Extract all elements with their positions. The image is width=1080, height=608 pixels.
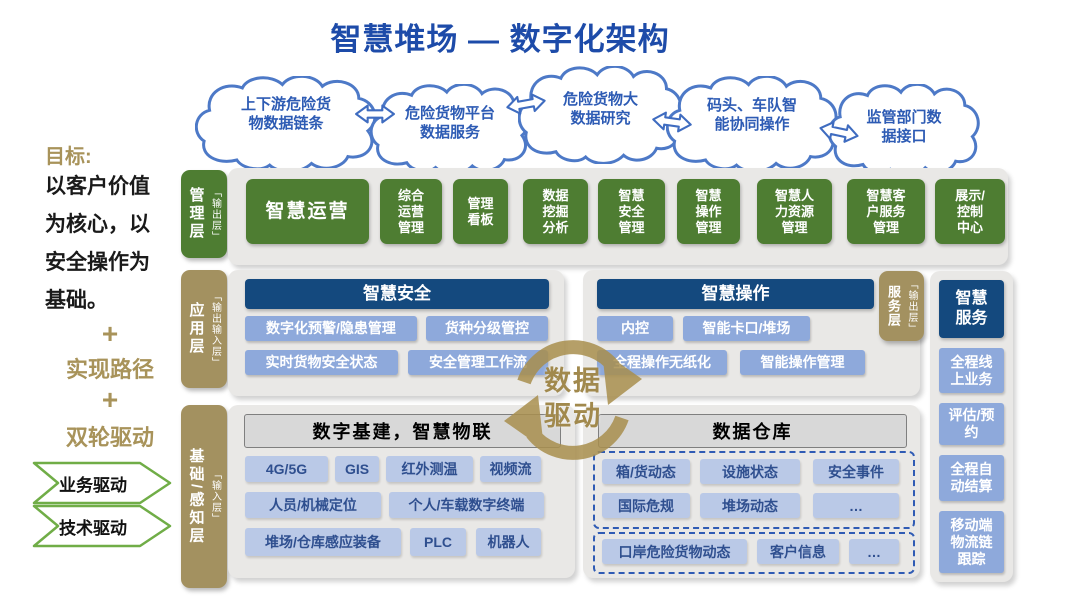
warehouse-item: … <box>813 493 899 518</box>
management-box: 展示/ 控制 中心 <box>935 179 1005 244</box>
cloud-shape <box>666 76 838 172</box>
management-box: 数据 挖掘 分析 <box>523 179 588 244</box>
warehouse-item: 箱/货动态 <box>602 459 690 484</box>
plus-icon: + <box>101 384 119 415</box>
infra-item: 视频流 <box>480 456 541 482</box>
warehouse-item: 口岸危险货物动态 <box>602 539 747 564</box>
driver-label: 技术驱动 <box>59 518 127 538</box>
tab-sub-label: 「输入层」 <box>209 469 221 524</box>
tab-main-label: 应用层 <box>187 302 205 356</box>
infra-item: 4G/5G <box>245 456 328 482</box>
management-box: 智慧运营 <box>246 179 369 244</box>
smart-operation-header: 智慧操作 <box>597 279 874 309</box>
infra-item: 堆场/仓库感应装备 <box>245 528 401 556</box>
safety-item: 货种分级管控 <box>426 316 548 341</box>
tab-sub-label: 「输出输入层」 <box>209 290 221 368</box>
safety-item: 实时货物安全状态 <box>245 350 398 375</box>
smart-safety-header: 智慧安全 <box>245 279 549 309</box>
infra-item: GIS <box>335 456 379 482</box>
chevron-banner <box>32 461 172 505</box>
tab-management-layer: 管理层 「输出层」 <box>181 170 227 258</box>
infra-item: PLC <box>410 528 466 556</box>
warehouse-item: 安全事件 <box>813 459 899 484</box>
path-label: 实现路径 <box>65 357 154 382</box>
cloud-label: 危险货物平台 数据服务 <box>404 105 495 141</box>
warehouse-group-external <box>593 532 915 574</box>
tab-sub-label: 「输出层」 <box>209 186 221 242</box>
cloud-label: 危险货物大 数据研究 <box>562 91 638 127</box>
data-driven-label: 数据 驱动 <box>544 366 602 431</box>
operation-item: 智能操作管理 <box>740 350 865 375</box>
goal-heading: 目标: <box>45 146 92 168</box>
smart-service-header: 智慧 服务 <box>939 280 1004 338</box>
cloud-label: 监管部门数 据接口 <box>866 109 942 145</box>
cloud-label: 码头、车队智 能协同操作 <box>706 97 797 133</box>
tab-main-label: 服务层 <box>886 285 901 327</box>
tab-main-label: 基础/感知层 <box>187 447 205 546</box>
tab-base-layer: 基础/感知层 「输入层」 <box>181 405 227 588</box>
warehouse-item: 设施状态 <box>700 459 800 484</box>
double-arrow-icon <box>506 93 546 115</box>
warehouse-item: … <box>849 539 899 564</box>
tab-application-layer: 应用层 「输出输入层」 <box>181 270 227 388</box>
infra-item: 红外测温 <box>386 456 473 482</box>
cloud-shape <box>195 76 377 172</box>
operation-item: 智能卡口/堆场 <box>683 316 810 341</box>
driver-label: 业务驱动 <box>59 475 127 495</box>
operation-item: 内控 <box>597 316 673 341</box>
cloud-label: 上下游危险货 物数据链条 <box>240 96 331 132</box>
warehouse-item: 客户信息 <box>757 539 839 564</box>
page-title: 智慧堆场 — 数字化架构 <box>330 22 670 57</box>
service-item: 移动端 物流链 跟踪 <box>939 511 1004 573</box>
dual-drive-label: 双轮驱动 <box>65 425 154 450</box>
goal-body: 以客户价值 为核心，以 安全操作为 基础。 <box>45 175 150 312</box>
warehouse-group-realtime <box>593 451 915 529</box>
warehouse-item: 堆场动态 <box>700 493 800 518</box>
management-box: 智慧人 力资源 管理 <box>757 179 832 244</box>
service-item: 评估/预 约 <box>939 403 1004 445</box>
plus-icon: + <box>101 318 119 349</box>
management-box: 管理 看板 <box>453 179 508 244</box>
infra-item: 个人/车载数字终端 <box>389 492 544 518</box>
management-box: 综合 运营 管理 <box>380 179 442 244</box>
infra-item: 机器人 <box>476 528 541 556</box>
double-arrow-icon <box>355 104 395 124</box>
double-arrow-icon <box>819 121 859 143</box>
double-arrow-icon <box>652 111 692 133</box>
management-box: 智慧 操作 管理 <box>677 179 740 244</box>
data-warehouse-header: 数据仓库 <box>598 414 907 448</box>
warehouse-item: 国际危规 <box>602 493 690 518</box>
management-box: 智慧 安全 管理 <box>598 179 665 244</box>
tab-service-layer: 服务层 「输出层」 <box>879 271 924 341</box>
service-item: 全程线 上业务 <box>939 348 1004 393</box>
chevron-banner <box>32 504 172 548</box>
service-item: 全程自 动结算 <box>939 455 1004 501</box>
tab-main-label: 管理层 <box>187 187 205 241</box>
safety-item: 数字化预警/隐患管理 <box>245 316 417 341</box>
management-box: 智慧客 户服务 管理 <box>847 179 925 244</box>
tab-sub-label: 「输出层」 <box>906 278 917 334</box>
data-driven-cycle-icon <box>504 340 642 460</box>
infra-item: 人员/机械定位 <box>245 492 381 518</box>
